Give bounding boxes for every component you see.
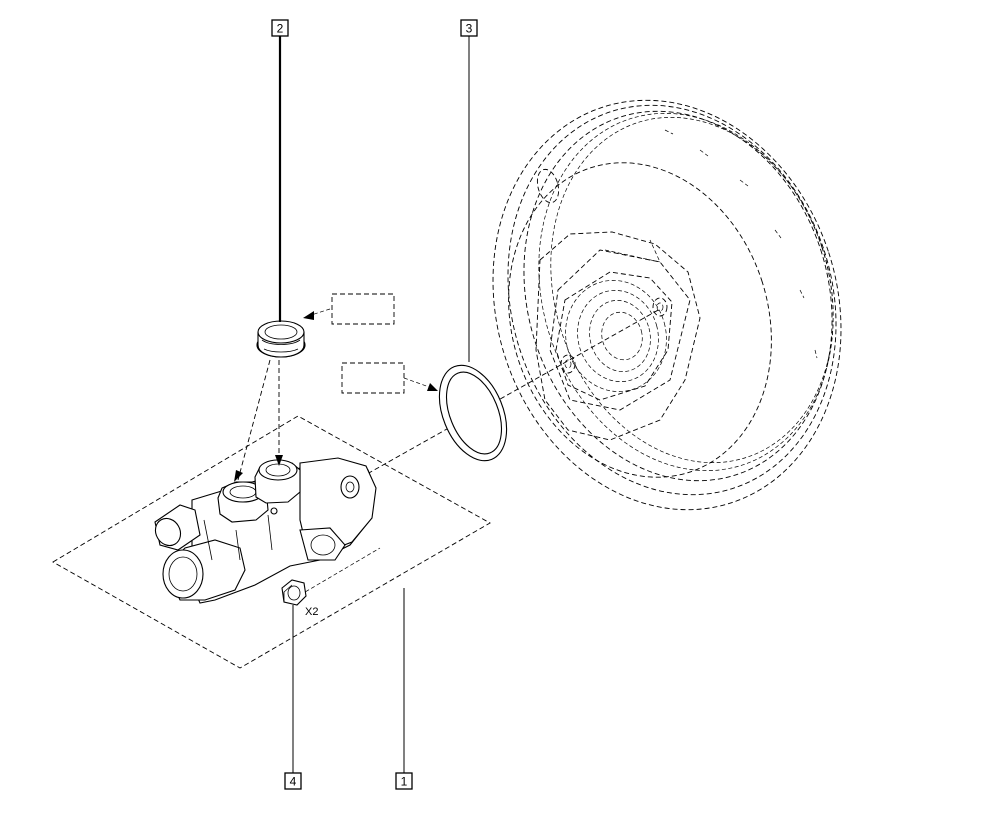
reference-arrow-o-ring	[427, 383, 438, 391]
reservoir-seal-icon	[256, 320, 306, 358]
callout-1: 1	[395, 772, 413, 790]
assembly-axis-line	[311, 308, 661, 506]
callout-4-label: 4	[290, 775, 297, 789]
reference-leader-o-ring	[403, 377, 433, 389]
seal-arrow-b	[275, 455, 283, 466]
seal-arrow-a	[234, 470, 243, 482]
seal-path-inlet-a	[237, 359, 271, 481]
callout-1-label: 1	[401, 775, 408, 789]
callout-2: 2	[271, 19, 289, 37]
nut-icon	[281, 579, 307, 606]
brake-booster-icon	[492, 99, 842, 511]
master-cylinder-icon	[154, 457, 377, 604]
reference-arrow-seal	[303, 311, 314, 320]
nut-axis-line	[299, 547, 381, 596]
reference-box-o-ring	[341, 362, 405, 394]
reference-leader-seal	[307, 308, 331, 317]
o-ring-icon	[438, 364, 508, 462]
callout-3-label: 3	[466, 22, 473, 36]
assembly-outline	[52, 415, 491, 669]
callout-4: 4	[284, 772, 302, 790]
callout-3: 3	[460, 19, 478, 37]
reference-box-seal	[331, 293, 395, 325]
quantity-note: X2	[305, 606, 318, 618]
callout-2-label: 2	[277, 22, 284, 36]
